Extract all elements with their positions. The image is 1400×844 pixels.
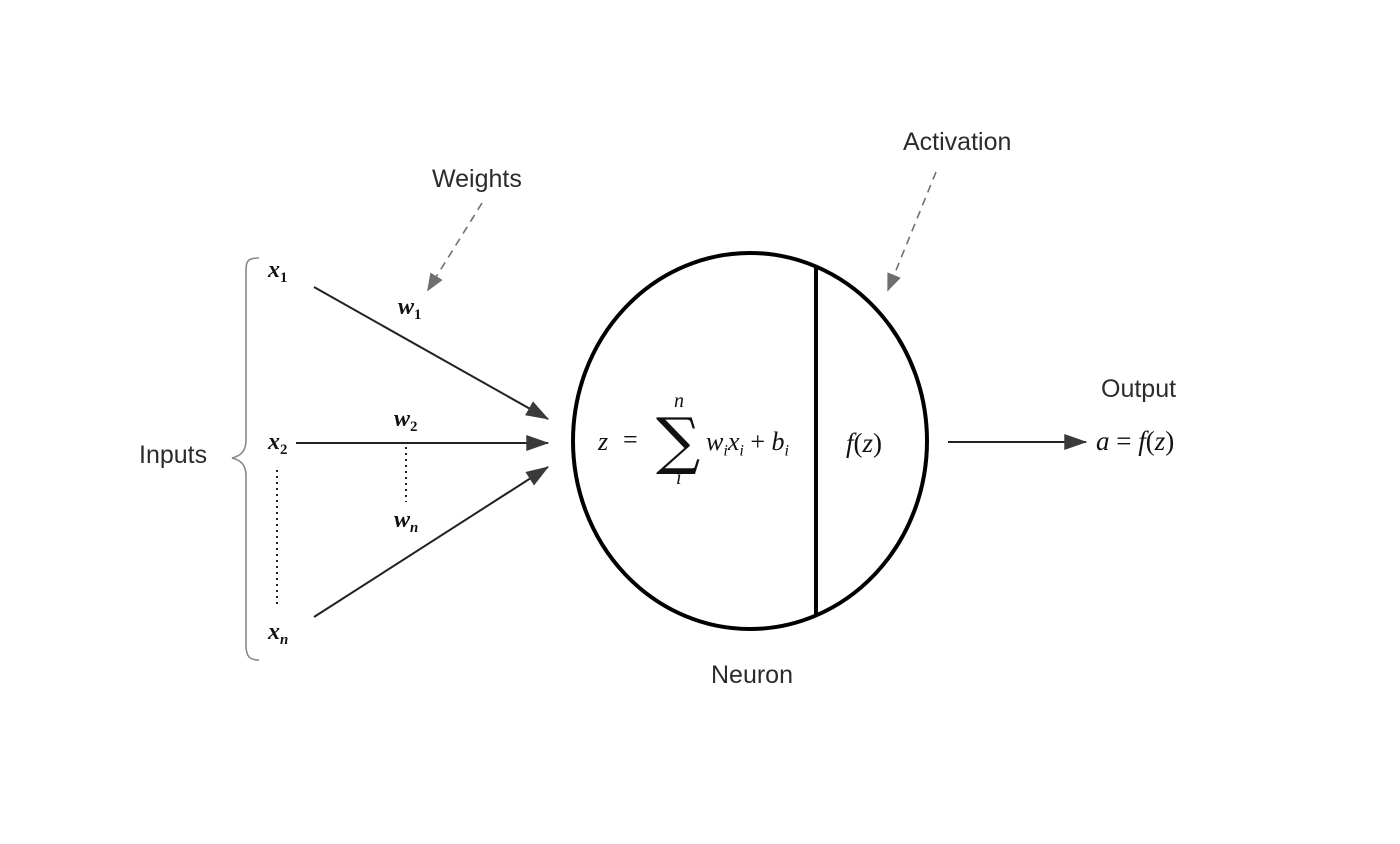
output-equation: a = f(z) <box>1096 426 1175 456</box>
sum-lower-limit: i <box>676 467 682 489</box>
weight-wn: wn <box>394 507 419 537</box>
weight-w1: w1 <box>398 294 422 324</box>
inputs-label: Inputs <box>139 441 208 469</box>
weight-w2: w2 <box>394 406 418 436</box>
input-x1: x1 <box>268 257 288 287</box>
sum-upper-limit: n <box>674 390 684 412</box>
input-xn: xn <box>268 619 289 649</box>
activation-label: Activation <box>903 128 1012 156</box>
weights-label: Weights <box>432 165 522 193</box>
output-label: Output <box>1101 375 1177 403</box>
input-arrow-1 <box>313 286 549 420</box>
formula-equals: = <box>623 425 638 454</box>
input-x2: x2 <box>268 429 288 459</box>
input-brace <box>231 257 260 661</box>
formula-body: wixi + bi <box>706 427 790 460</box>
sigma-symbol: ∑ <box>656 404 701 477</box>
input-arrow-n <box>313 466 549 618</box>
activation-pointer-arrow <box>887 171 937 292</box>
neuron-label: Neuron <box>711 661 793 689</box>
neuron-circle <box>571 251 929 631</box>
activation-function: f(z) <box>846 428 883 458</box>
weights-pointer-arrow <box>427 202 483 292</box>
formula-lhs: z <box>598 427 609 456</box>
